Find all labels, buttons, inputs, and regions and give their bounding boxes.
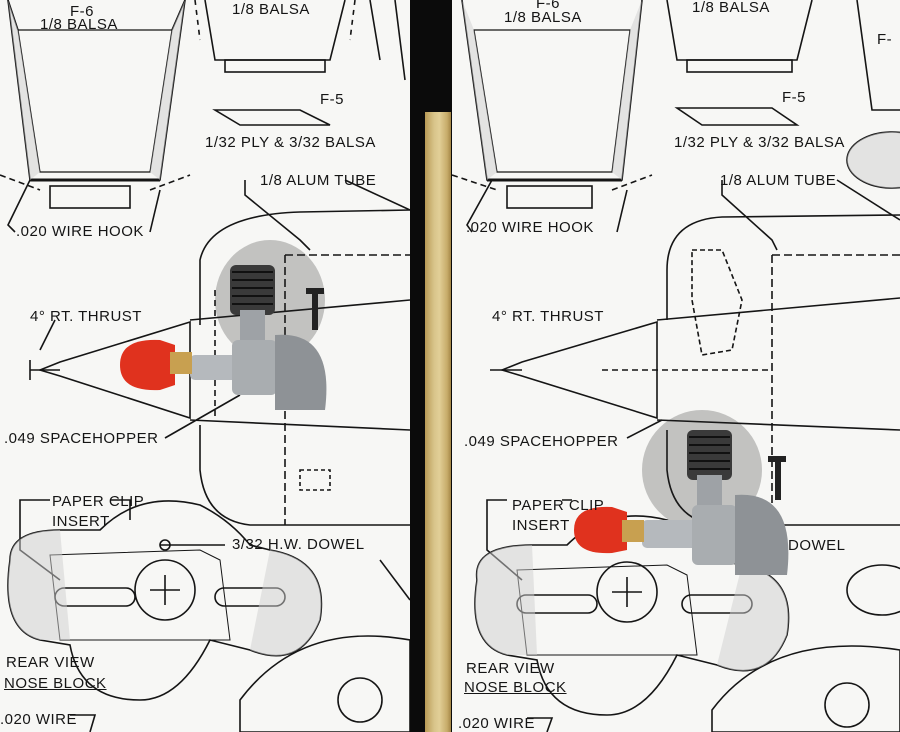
right-engine-photo — [574, 410, 789, 575]
label-hook-right: .020 WIRE HOOK — [466, 219, 594, 236]
label-balsa-2: 1/8 BALSA — [232, 1, 310, 18]
label-rear-1: REAR VIEW — [6, 654, 95, 671]
label-f5-right: F-5 — [782, 89, 806, 106]
label-balsa-1: 1/8 BALSA — [40, 16, 118, 33]
label-rear-1-right: REAR VIEW — [466, 660, 555, 677]
label-balsa-1-right: 1/8 BALSA — [504, 9, 582, 26]
label-hook: .020 WIRE HOOK — [16, 223, 144, 240]
label-clip-2: INSERT — [52, 513, 110, 530]
right-plan-drawing — [452, 0, 900, 732]
label-thrust-right: 4° RT. THRUST — [492, 308, 604, 325]
label-f6: F-6 — [70, 3, 94, 20]
label-engine-right: .049 SPACEHOPPER — [464, 433, 619, 450]
left-engine-photo — [120, 240, 327, 410]
label-f-edge-right: F- — [877, 31, 893, 48]
label-balsa-2-right: 1/8 BALSA — [692, 0, 770, 16]
label-clip-1: PAPER CLIP — [52, 493, 145, 510]
label-clip-1-right: PAPER CLIP — [512, 497, 605, 514]
label-tube-right: 1/8 ALUM TUBE — [720, 172, 837, 189]
label-f6-right: F-6 — [536, 0, 560, 12]
label-rear-2: NOSE BLOCK — [4, 675, 107, 692]
label-clip-2-right: INSERT — [512, 517, 570, 534]
label-wire-right: .020 WIRE — [458, 715, 536, 732]
balsa-stick — [425, 112, 451, 732]
label-dowel-right: DOWEL — [788, 537, 846, 554]
label-engine: .049 SPACEHOPPER — [4, 430, 159, 447]
label-dowel: 3/32 H.W. DOWEL — [232, 536, 365, 553]
left-photo-plan: F-6 1/8 BALSA 1/8 BALSA F-5 1/32 PLY & 3… — [0, 0, 410, 732]
right-photo-plan: F-6 1/8 BALSA 1/8 BALSA F- F-5 1/32 PLY … — [452, 0, 900, 732]
label-rear-2-right: NOSE BLOCK — [464, 679, 567, 696]
label-wire: .020 WIRE — [0, 711, 78, 728]
label-thrust: 4° RT. THRUST — [30, 308, 142, 325]
label-ply-right: 1/32 PLY & 3/32 BALSA — [674, 134, 845, 151]
label-ply: 1/32 PLY & 3/32 BALSA — [205, 134, 376, 151]
label-f5: F-5 — [320, 91, 344, 108]
label-tube: 1/8 ALUM TUBE — [260, 172, 377, 189]
left-plan-drawing — [0, 0, 410, 732]
